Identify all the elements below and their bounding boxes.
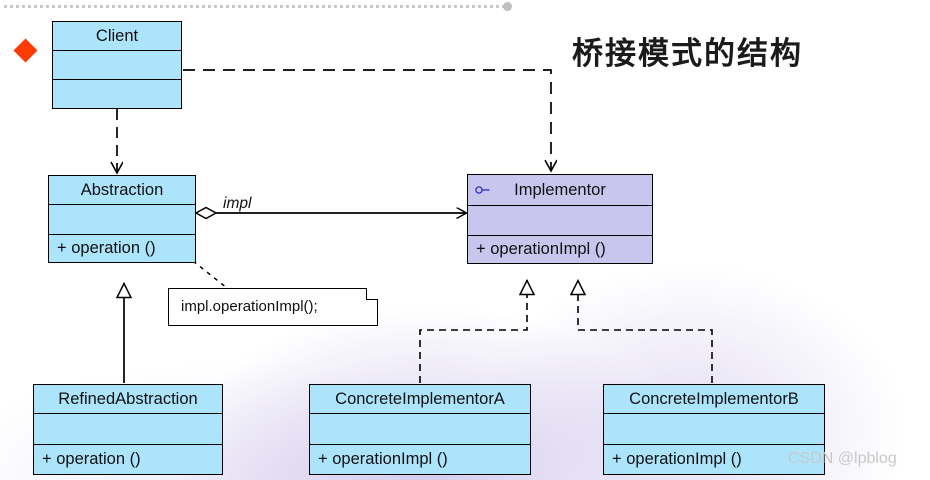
class-operations-client: [53, 80, 181, 108]
class-box-client[interactable]: Client: [52, 21, 182, 109]
class-name-implementor: Implementor: [468, 175, 652, 206]
class-box-concreteimplementorb[interactable]: ConcreteImplementorB + operationImpl (): [603, 384, 825, 475]
class-box-implementor[interactable]: Implementor + operationImpl (): [467, 174, 653, 264]
class-attributes-implementor: [468, 206, 652, 236]
class-operations-abstraction: + operation (): [57, 239, 156, 257]
class-attributes-concreteimplementorb: [604, 414, 824, 445]
class-attributes-concreteimplementora: [310, 414, 530, 445]
class-operations-concreteimplementora: + operationImpl (): [318, 450, 448, 468]
decorative-rule-end-dot: [503, 2, 512, 11]
class-operations-concreteimplementorb: + operationImpl (): [612, 450, 742, 468]
class-attributes-abstraction: [49, 205, 195, 235]
note-text: impl.operationImpl();: [181, 298, 318, 315]
edge-concreteimplementorb-to-implementor: [578, 280, 713, 383]
class-operations-refinedabstraction: + operation (): [42, 450, 141, 468]
class-name-refinedabstraction: RefinedAbstraction: [34, 385, 222, 414]
decorative-dotted-rule: [4, 5, 504, 8]
class-name-client: Client: [53, 22, 181, 51]
class-name-abstraction: Abstraction: [49, 176, 195, 205]
class-attributes-refinedabstraction: [34, 414, 222, 445]
class-name-concreteimplementora: ConcreteImplementorA: [310, 385, 530, 414]
edge-client-to-implementor: [183, 69, 551, 170]
watermark: CSDN @lpblog: [788, 450, 897, 467]
class-box-abstraction[interactable]: Abstraction + operation (): [48, 175, 196, 263]
class-name-concreteimplementorb: ConcreteImplementorB: [604, 385, 824, 414]
class-name-implementor-text: Implementor: [514, 180, 606, 199]
interface-lollipop-icon: [475, 186, 490, 194]
class-operations-implementor: + operationImpl (): [476, 240, 606, 258]
class-attributes-client: [53, 51, 181, 80]
note-box[interactable]: impl.operationImpl();: [168, 288, 378, 326]
edge-concreteimplementora-to-implementor: [419, 280, 527, 383]
page-title: 桥接模式的结构: [572, 36, 803, 72]
note-fold-corner-icon: [366, 288, 378, 300]
class-box-refinedabstraction[interactable]: RefinedAbstraction + operation (): [33, 384, 223, 475]
class-box-concreteimplementora[interactable]: ConcreteImplementorA + operationImpl (): [309, 384, 531, 475]
edge-label-impl: impl: [223, 195, 252, 212]
